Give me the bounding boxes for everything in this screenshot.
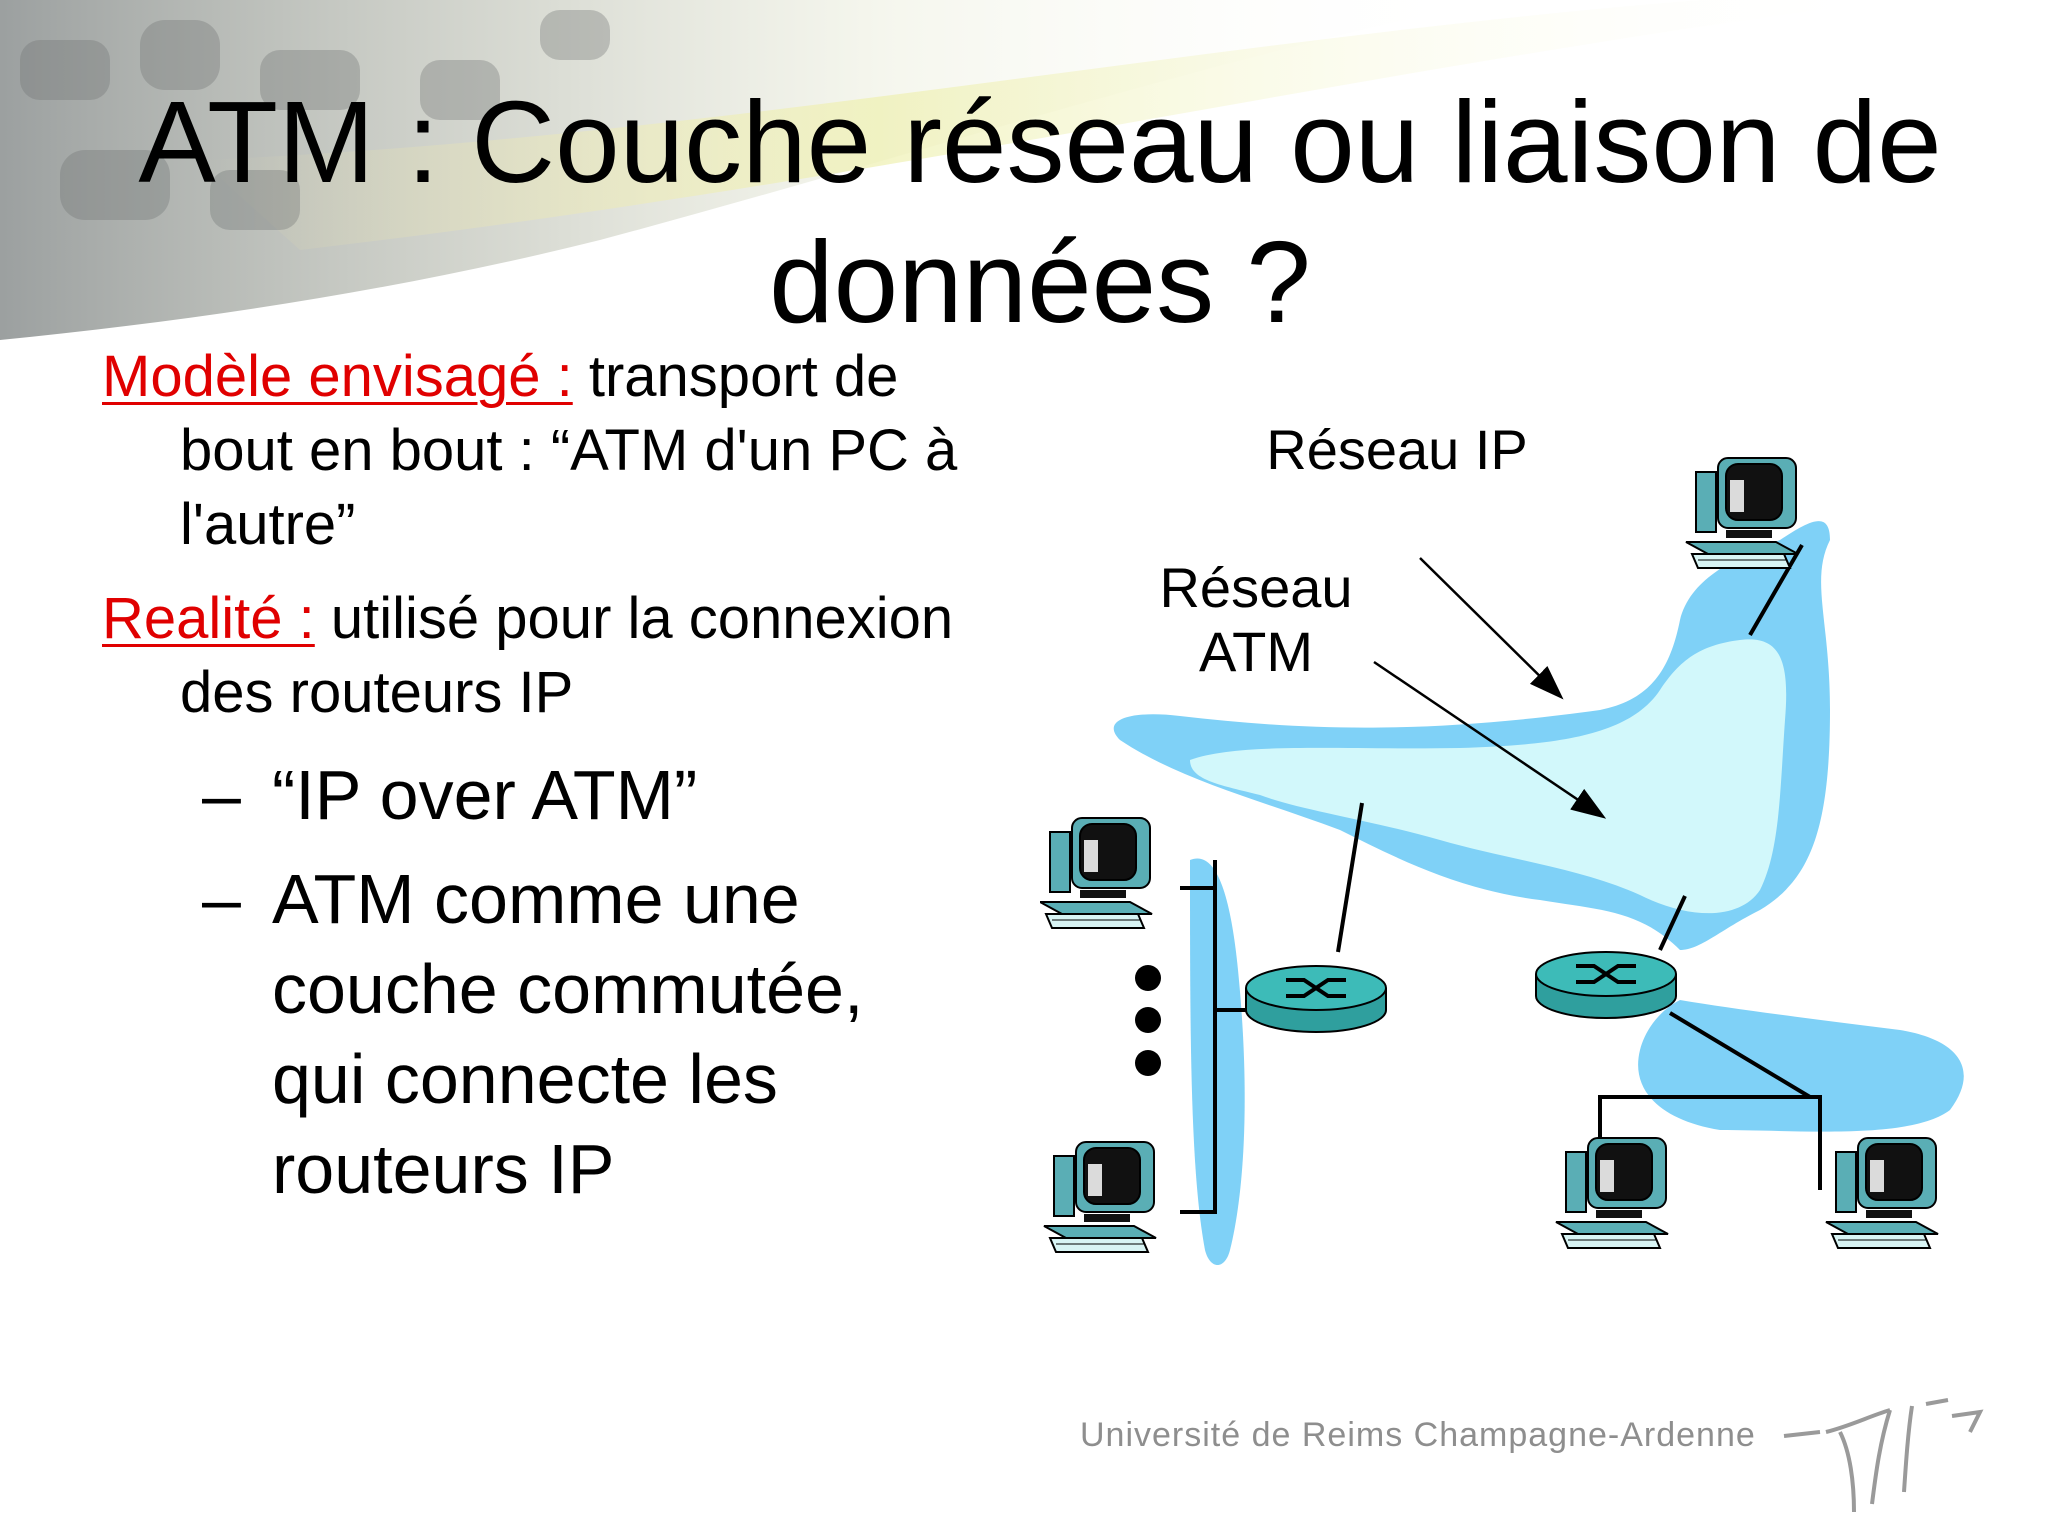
computer-icon (1043, 1141, 1157, 1253)
ellipsis-dots (1135, 965, 1161, 1076)
bullet-item: Realité : utilisé pour la connexion des … (102, 582, 962, 730)
sub-bullet-dash: – (202, 860, 241, 938)
label-ip-network: Réseau IP (1266, 418, 1528, 481)
label-atm-network: Réseau ATM (1159, 556, 1353, 683)
bullet-item: Modèle envisagé : transport de bout en b… (102, 340, 962, 562)
sub-bullet-text: ATM comme une couche commutée, qui conne… (272, 860, 864, 1208)
network-diagram (1040, 457, 1964, 1265)
router-icon (1245, 965, 1387, 1033)
ip-cloud-left-branch (1190, 858, 1245, 1265)
sub-bullet-dash: – (202, 756, 241, 834)
computer-icon (1825, 1137, 1939, 1249)
annotation-arrows (1373, 557, 1607, 819)
bullet-list: Modèle envisagé : transport de bout en b… (102, 340, 962, 1228)
university-name: Université de Reims Champagne-Ardenne (1080, 1416, 1756, 1454)
sub-bullet-text: “IP over ATM” (272, 756, 698, 834)
bullet-text-model: transport de bout en bout : “ATM d'un PC… (180, 344, 958, 557)
sub-bullet-item: –ATM comme une couche commutée, qui conn… (102, 854, 962, 1214)
computer-icon (1685, 457, 1799, 569)
atm-network-cloud (1190, 639, 1787, 914)
computer-icon (1040, 817, 1153, 929)
computer-icon (1555, 1137, 1669, 1249)
slide-title: ATM : Couche réseau ou liaison de donnée… (138, 77, 1942, 347)
bullet-text-reality: utilisé pour la connexion des routeurs I… (180, 586, 954, 725)
header-photo-banner (0, 0, 1900, 340)
arrow-atm-network (1373, 660, 1607, 819)
bullet-label-model: Modèle envisagé : (102, 344, 573, 409)
university-logo-icon (1783, 1398, 1984, 1513)
bullet-label-reality: Realité : (102, 586, 315, 651)
ip-cloud-right-branch (1638, 1000, 1964, 1132)
sub-bullet-item: –“IP over ATM” (102, 750, 962, 840)
arrow-ip-network (1419, 557, 1564, 700)
router-icon (1535, 951, 1677, 1019)
